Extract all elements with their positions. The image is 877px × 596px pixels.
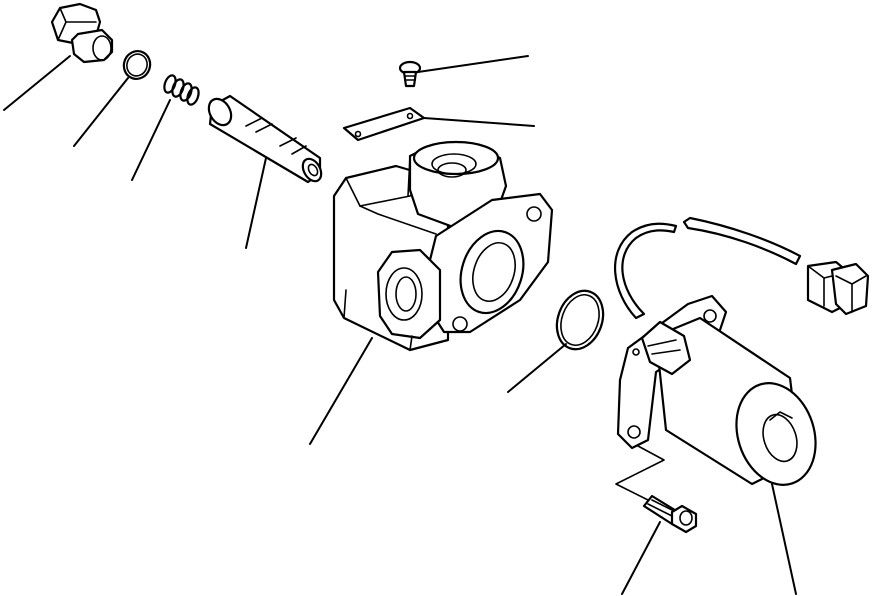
plug-bolt-icon	[50, 2, 114, 64]
solenoid-icon	[613, 216, 870, 486]
screw-icon	[398, 60, 422, 88]
leader-line-spring	[131, 99, 171, 181]
bolt-icon	[615, 445, 698, 534]
valve-body-icon	[332, 140, 554, 352]
leader-line-screw	[417, 55, 529, 73]
leader-line-o-ring-large	[507, 343, 567, 393]
spool-icon	[207, 94, 323, 184]
leader-line-bolt	[621, 521, 661, 595]
leader-line-name-plate	[423, 117, 535, 127]
spring-icon	[163, 74, 200, 106]
plate-icon	[342, 106, 426, 142]
leader-line-solenoid	[771, 483, 797, 595]
o-ring-icon	[122, 50, 152, 80]
leader-line-o-ring-small	[73, 77, 129, 147]
leader-line-plug	[3, 55, 71, 111]
o-ring-icon	[555, 289, 605, 351]
leader-line-spool	[245, 157, 267, 249]
leader-line-valve-body	[309, 337, 373, 445]
